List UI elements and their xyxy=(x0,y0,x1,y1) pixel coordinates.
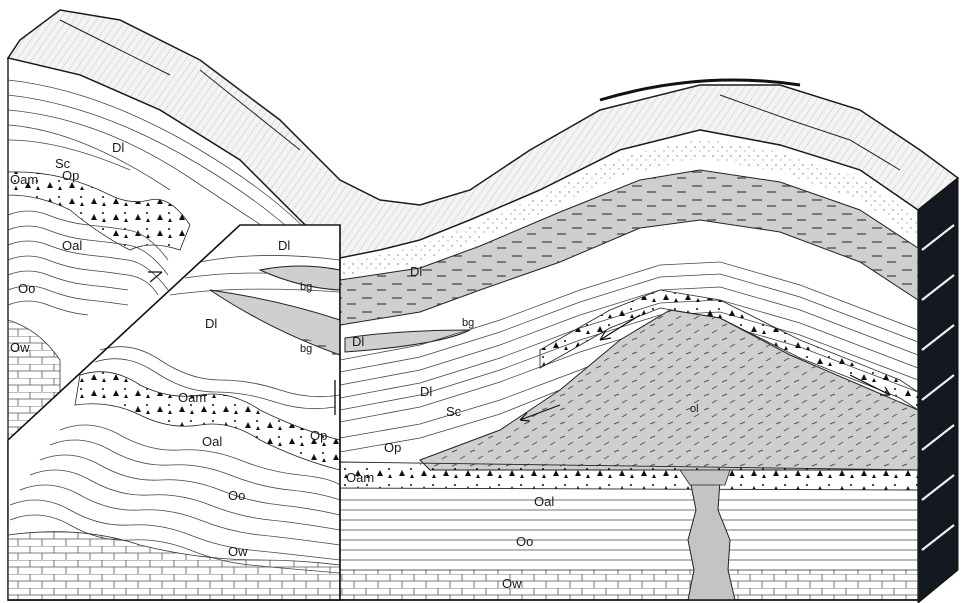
label-sc-right: Sc xyxy=(446,404,462,419)
label-dl-right-lens: Dl xyxy=(352,334,364,349)
label-oal-wedge: Oal xyxy=(202,434,222,449)
label-oal-left-top: Oal xyxy=(62,238,82,253)
label-ow-left-top: Ow xyxy=(10,340,30,355)
label-bg-wedge-top: bg xyxy=(300,281,312,293)
label-dl-right-top: Dl xyxy=(410,264,422,279)
label-bg-wedge-mid: bg xyxy=(300,343,312,355)
label-oal-right: Oal xyxy=(534,494,554,509)
label-ow-wedge: Ow xyxy=(228,544,248,559)
label-op-wedge: Op xyxy=(310,428,327,443)
label-op-left-top: Op xyxy=(62,168,79,183)
label-oam-left-top: Oam xyxy=(10,172,38,187)
label-bg-right: bg xyxy=(462,317,474,329)
label-oam-wedge: Oam xyxy=(178,390,206,405)
label-ol-right: ol xyxy=(690,403,699,415)
label-oo-right: Oo xyxy=(516,534,533,549)
label-dl-left-top: Dl xyxy=(112,140,124,155)
label-oo-wedge: Oo xyxy=(228,488,245,503)
label-dl-wedge-top: Dl xyxy=(278,238,290,253)
label-dl-wedge-mid: Dl xyxy=(205,316,217,331)
label-oam-right: Oam xyxy=(346,470,374,485)
label-oo-left-top: Oo xyxy=(18,281,35,296)
block-side-face xyxy=(918,178,958,603)
label-op-right: Op xyxy=(384,440,401,455)
label-ow-right: Ow xyxy=(502,576,522,591)
label-dl-right-mid: Dl xyxy=(420,384,432,399)
